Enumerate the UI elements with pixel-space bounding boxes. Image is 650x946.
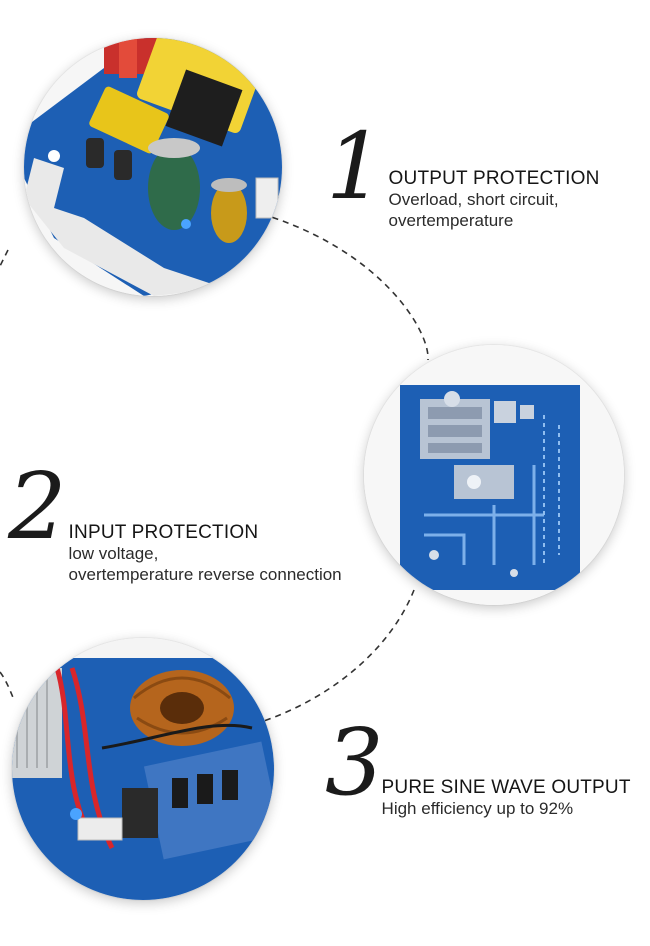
photo-input-protection-board [364,345,624,605]
feature-title: PURE SINE WAVE OUTPUT [381,776,631,798]
pcb-board-top-illustration [364,345,624,605]
feature-input-protection: 2 INPUT PROTECTION low voltage, overtemp… [8,453,342,584]
feature-desc-line: Overload, short circuit, [388,190,559,210]
feature-output-protection: 1 OUTPUT PROTECTION Overload, short circ… [326,113,600,230]
feature-desc-line: High efficiency up to 92% [381,798,574,818]
feature-number: 3 [325,709,384,816]
feature-desc-line: overtemperature [388,210,514,230]
feature-text: PURE SINE WAVE OUTPUT High efficiency up… [382,776,631,820]
photo-output-protection [24,38,282,296]
pcb-output-stage-illustration [24,38,282,296]
feature-title: INPUT PROTECTION [68,521,259,543]
feature-pure-sine-wave: 3 PURE SINE WAVE OUTPUT High efficiency … [325,709,631,818]
photo-pure-sine-wave-output [12,638,274,900]
feature-number: 2 [8,453,67,560]
feature-title: OUTPUT PROTECTION [388,167,600,189]
feature-number: 1 [326,113,385,220]
feature-text: INPUT PROTECTION low voltage, overtemper… [69,521,342,586]
pcb-input-stage-illustration [12,638,274,900]
feature-desc-line: low voltage, [68,544,159,564]
feature-text: OUTPUT PROTECTION Overload, short circui… [389,167,600,232]
feature-desc-line: overtemperature reverse connection [68,564,342,584]
